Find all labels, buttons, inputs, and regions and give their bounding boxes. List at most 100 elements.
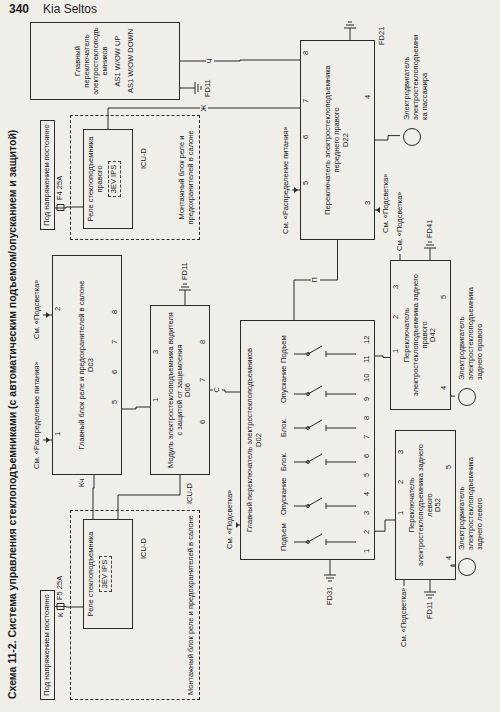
- reference-arrows: [46, 187, 380, 528]
- pin-number: 5: [302, 180, 311, 186]
- pin-number: 5: [440, 294, 449, 300]
- switch-contact: [294, 346, 356, 357]
- pin-number: 3: [363, 510, 372, 516]
- power-source-box: Под напряжением постоянно: [40, 120, 55, 230]
- wire-color-label: П: [311, 276, 320, 283]
- pin-number: 8: [199, 339, 208, 345]
- switch-section-label: Опускание: [280, 477, 289, 516]
- node-title: Переключатель электростеклоподъемника за…: [403, 267, 430, 403]
- pin-number: 6: [302, 134, 311, 140]
- contact-point: [307, 461, 310, 464]
- power-source-box: Под напряжением постоянно: [40, 590, 55, 700]
- fuse-label: F5 25A: [56, 575, 65, 601]
- pin-number: 12: [363, 335, 372, 345]
- connector-module: Модуль электростеклоподъемника водителя …: [150, 305, 210, 475]
- node-text: AS1 W/OW DOWN: [127, 27, 136, 95]
- pin-number: 7: [111, 339, 120, 345]
- pin-number: 2: [392, 314, 401, 320]
- node-text: D02: [255, 327, 264, 553]
- node-title: Главный блок реле и предохранителей в са…: [78, 262, 87, 468]
- switch-contact: [294, 498, 356, 509]
- pin-number: 8: [302, 50, 311, 56]
- switch-contact: [294, 534, 356, 545]
- main-switch-box: Главный переключатель электростеклоподъе…: [240, 320, 375, 560]
- pin-number: 6: [199, 419, 208, 425]
- reference-note: См. «Распределение питания»: [282, 125, 291, 235]
- reference-arrow: [46, 187, 380, 528]
- page-header: 340: [8, 3, 30, 17]
- wire-connector: [294, 240, 338, 320]
- wire-color-label: Ч: [206, 58, 215, 65]
- pin-number: 8: [111, 309, 120, 315]
- pin-number: 3: [152, 349, 161, 355]
- pin-number: 5: [445, 464, 454, 470]
- connector-label: ICU-D: [186, 482, 195, 505]
- node-title: Модуль электростеклоподъемника водителя …: [167, 312, 185, 468]
- node-title: Главный переключатель электростеклоподъе…: [246, 327, 255, 553]
- ground-label: FD11: [204, 78, 213, 98]
- node-text: 3EV IPS: [99, 556, 112, 592]
- node-text: D52: [434, 437, 443, 573]
- pin-number: 1: [152, 397, 161, 403]
- pin-number: 7: [363, 434, 372, 440]
- wire-connector: [55, 606, 83, 608]
- node-title: Реле стеклоподъемника: [87, 532, 96, 617]
- wire-color-label: Ж: [200, 104, 209, 113]
- wire-connector: [118, 475, 180, 519]
- pin-number: 11: [363, 354, 372, 364]
- node-text: 3EV IPS: [108, 161, 121, 197]
- node-text: D42: [429, 267, 438, 403]
- reference-wire: [43, 190, 404, 586]
- node-title: Монтажный блок реле и предохранителей в …: [187, 514, 196, 696]
- fuse-label: F4 25A: [56, 175, 65, 201]
- motor-symbol: Электродвигатель электростеклоподъемника…: [455, 430, 493, 580]
- reference-note: См. «Подсветка»: [400, 587, 409, 648]
- ground-wire: [180, 28, 430, 592]
- switch-section-label: Подъем: [280, 522, 289, 552]
- node-text: D03: [87, 262, 96, 468]
- pin-number: 4: [445, 555, 454, 561]
- rotated-sheet: Схема 11-2. Система управления стеклопод…: [0, 20, 500, 710]
- connector-module: Переключатель электростеклоподъемника пе…: [300, 40, 375, 240]
- wire-color-label: Кч: [78, 478, 87, 488]
- wire-connector: [122, 407, 150, 409]
- pin-number: 3: [397, 449, 406, 455]
- reference-note: См. «Подсветка»: [33, 279, 42, 340]
- relay-box: Реле стеклоподъемника правого3EV IPS: [83, 129, 133, 229]
- contact-point: [307, 427, 310, 430]
- fuse-symbol: [57, 205, 64, 610]
- switch-section-label: Блок.: [280, 451, 289, 472]
- pin-number: 3: [364, 200, 373, 206]
- relay-fuse-block: Монтажный блок реле и предохранителей в …: [70, 115, 200, 240]
- reference-note: См. «Распределение питания»: [33, 360, 42, 470]
- switch-contact: [294, 454, 356, 465]
- pin-number: 2: [54, 306, 63, 312]
- ground-label: FD31: [326, 586, 335, 606]
- contact-point: [307, 393, 310, 396]
- switch-contact: [294, 386, 356, 397]
- switch-section-label: Блок.: [280, 417, 289, 438]
- wire-connector: [180, 60, 300, 61]
- page-header: Kia Seltos: [42, 3, 98, 17]
- motor-symbol: Электродвигатель электростеклоподъемника…: [455, 260, 493, 410]
- wire-connector: [375, 356, 390, 358]
- pin-number: 1: [392, 348, 401, 354]
- pin-number: 7: [199, 377, 208, 383]
- reference-note: См. «Подсветка»: [382, 173, 391, 234]
- reference-note: См. «Подсветка»: [226, 489, 235, 550]
- node-title: Электродвигатель электростеклоподъемника…: [458, 263, 485, 380]
- connector-label: ICU-D: [140, 537, 149, 560]
- pin-number: 6: [111, 369, 120, 375]
- ground-label: FD21: [378, 26, 387, 46]
- contact-point: [307, 505, 310, 508]
- node-text: D06: [184, 312, 193, 468]
- switch-box: Главный переключатель электростеклоподъе…: [30, 22, 180, 100]
- switch-contact: [294, 420, 356, 431]
- wire-connector: [451, 395, 455, 396]
- pin-number: 3: [392, 284, 401, 290]
- pin-number: 2: [363, 529, 372, 535]
- relay-fuse-block: Монтажный блок реле и предохранителей в …: [70, 510, 200, 700]
- node-title: Под напряжением постоянно: [43, 594, 52, 696]
- ground-label: FD11: [426, 600, 435, 620]
